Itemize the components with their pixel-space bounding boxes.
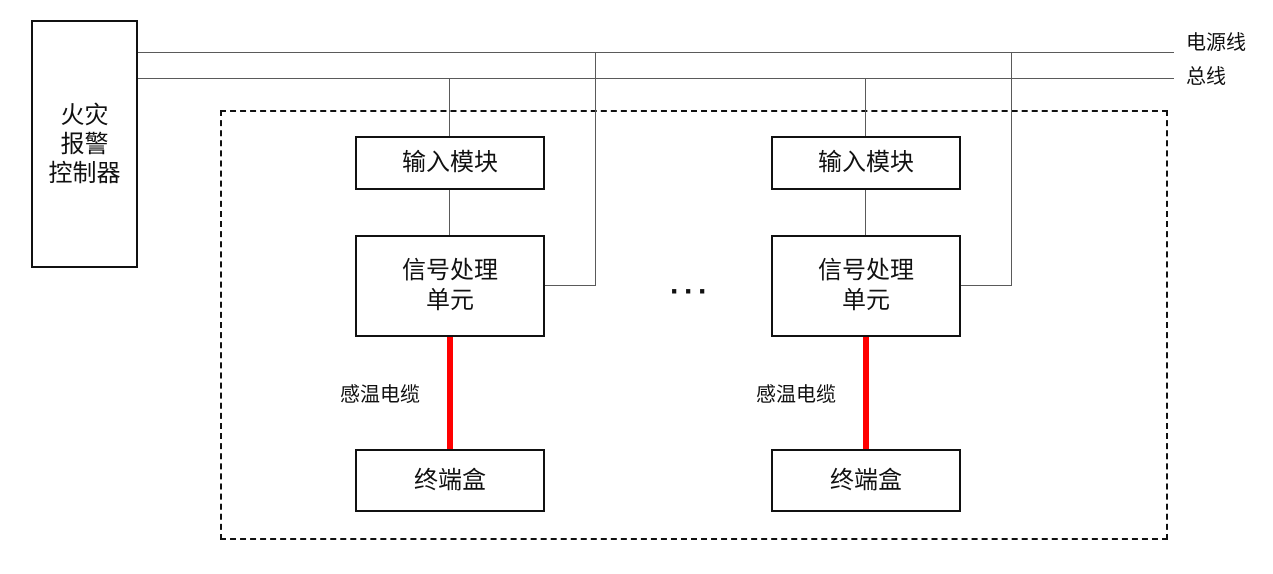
power-line-wire xyxy=(137,52,1174,53)
sensing-cable-line xyxy=(447,337,453,449)
bus-line-wire xyxy=(137,78,1174,79)
controller-label-line1: 火灾 xyxy=(60,101,109,129)
terminal-box: 终端盒 xyxy=(771,449,961,512)
bus-drop-wire xyxy=(865,79,866,136)
terminal-box-label: 终端盒 xyxy=(414,466,486,494)
signal-unit-label-line1: 信号处理 xyxy=(818,257,914,284)
fire-alarm-controller-box: 火灾 报警 控制器 xyxy=(31,20,138,268)
bus-drop-wire xyxy=(449,79,450,136)
power-connector-wire xyxy=(960,285,1012,286)
signal-unit-label-line2: 单元 xyxy=(426,287,474,314)
sensing-cable-label: 感温电缆 xyxy=(340,384,420,406)
detection-zone-dashed-boundary xyxy=(220,110,1168,540)
controller-label-line2: 报警 xyxy=(60,130,109,158)
module-to-unit-wire xyxy=(865,190,866,235)
terminal-box-label: 终端盒 xyxy=(830,466,902,494)
input-module-label: 输入模块 xyxy=(818,149,914,176)
bus-line-label: 总线 xyxy=(1186,66,1226,88)
module-to-unit-wire xyxy=(449,190,450,235)
signal-unit-label-line1: 信号处理 xyxy=(402,257,498,284)
repetition-ellipsis: ··· xyxy=(670,275,712,308)
controller-label-line3: 控制器 xyxy=(48,159,121,187)
input-module-box: 输入模块 xyxy=(355,136,545,190)
input-module-label: 输入模块 xyxy=(402,149,498,176)
signal-processing-unit-box: 信号处理 单元 xyxy=(355,235,545,337)
sensing-cable-label: 感温电缆 xyxy=(756,384,836,406)
power-connector-wire xyxy=(544,285,596,286)
signal-unit-label-line2: 单元 xyxy=(842,287,890,314)
power-line-label: 电源线 xyxy=(1186,32,1246,54)
terminal-box: 终端盒 xyxy=(355,449,545,512)
signal-processing-unit-box: 信号处理 单元 xyxy=(771,235,961,337)
power-drop-wire xyxy=(1011,52,1012,286)
sensing-cable-line xyxy=(863,337,869,449)
input-module-box: 输入模块 xyxy=(771,136,961,190)
power-drop-wire xyxy=(595,52,596,286)
